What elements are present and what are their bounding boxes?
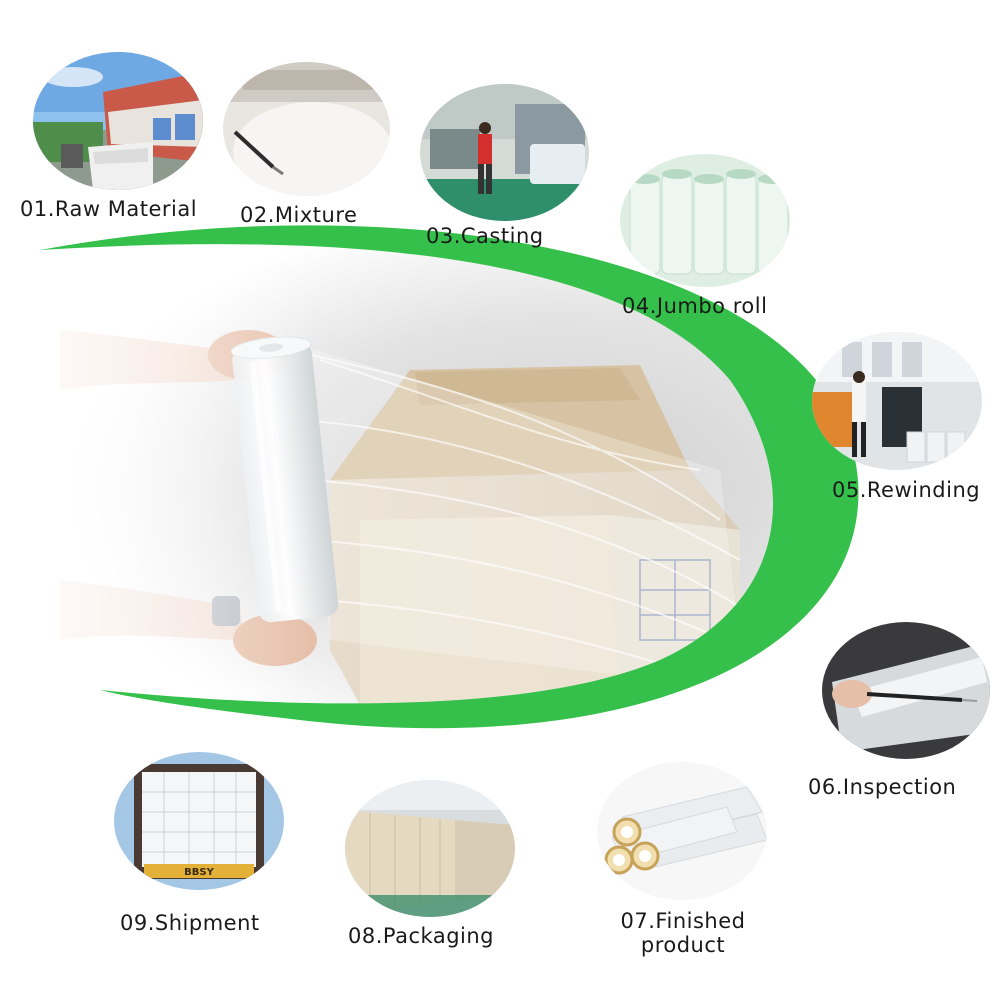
step-label: 09.Shipment xyxy=(120,911,260,935)
jumbo-roll-photo xyxy=(620,154,790,287)
step-label-line1: 07.Finished xyxy=(620,909,746,933)
step-label: 08.Packaging xyxy=(348,924,494,948)
step-label-line2: product xyxy=(640,933,726,957)
shipment-photo: BBSY xyxy=(114,752,284,890)
packaging-photo xyxy=(345,780,515,917)
step-label: 04.Jumbo roll xyxy=(622,294,768,318)
mixture-photo xyxy=(223,62,390,196)
step-label: 01.Raw Material xyxy=(20,197,198,221)
inspection-photo xyxy=(822,622,990,759)
container-plate-text: BBSY xyxy=(184,867,214,878)
step-label: 07.Finished product xyxy=(598,909,768,957)
casting-photo xyxy=(420,84,589,221)
step-label: 03.Casting xyxy=(426,224,544,248)
raw-material-photo xyxy=(33,52,203,190)
step-label: 06.Inspection xyxy=(808,775,957,799)
rewinding-photo xyxy=(812,332,982,470)
step-label: 02.Mixture xyxy=(240,203,358,227)
step-label: 05.Rewinding xyxy=(832,478,981,502)
finished-product-photo xyxy=(597,762,767,900)
